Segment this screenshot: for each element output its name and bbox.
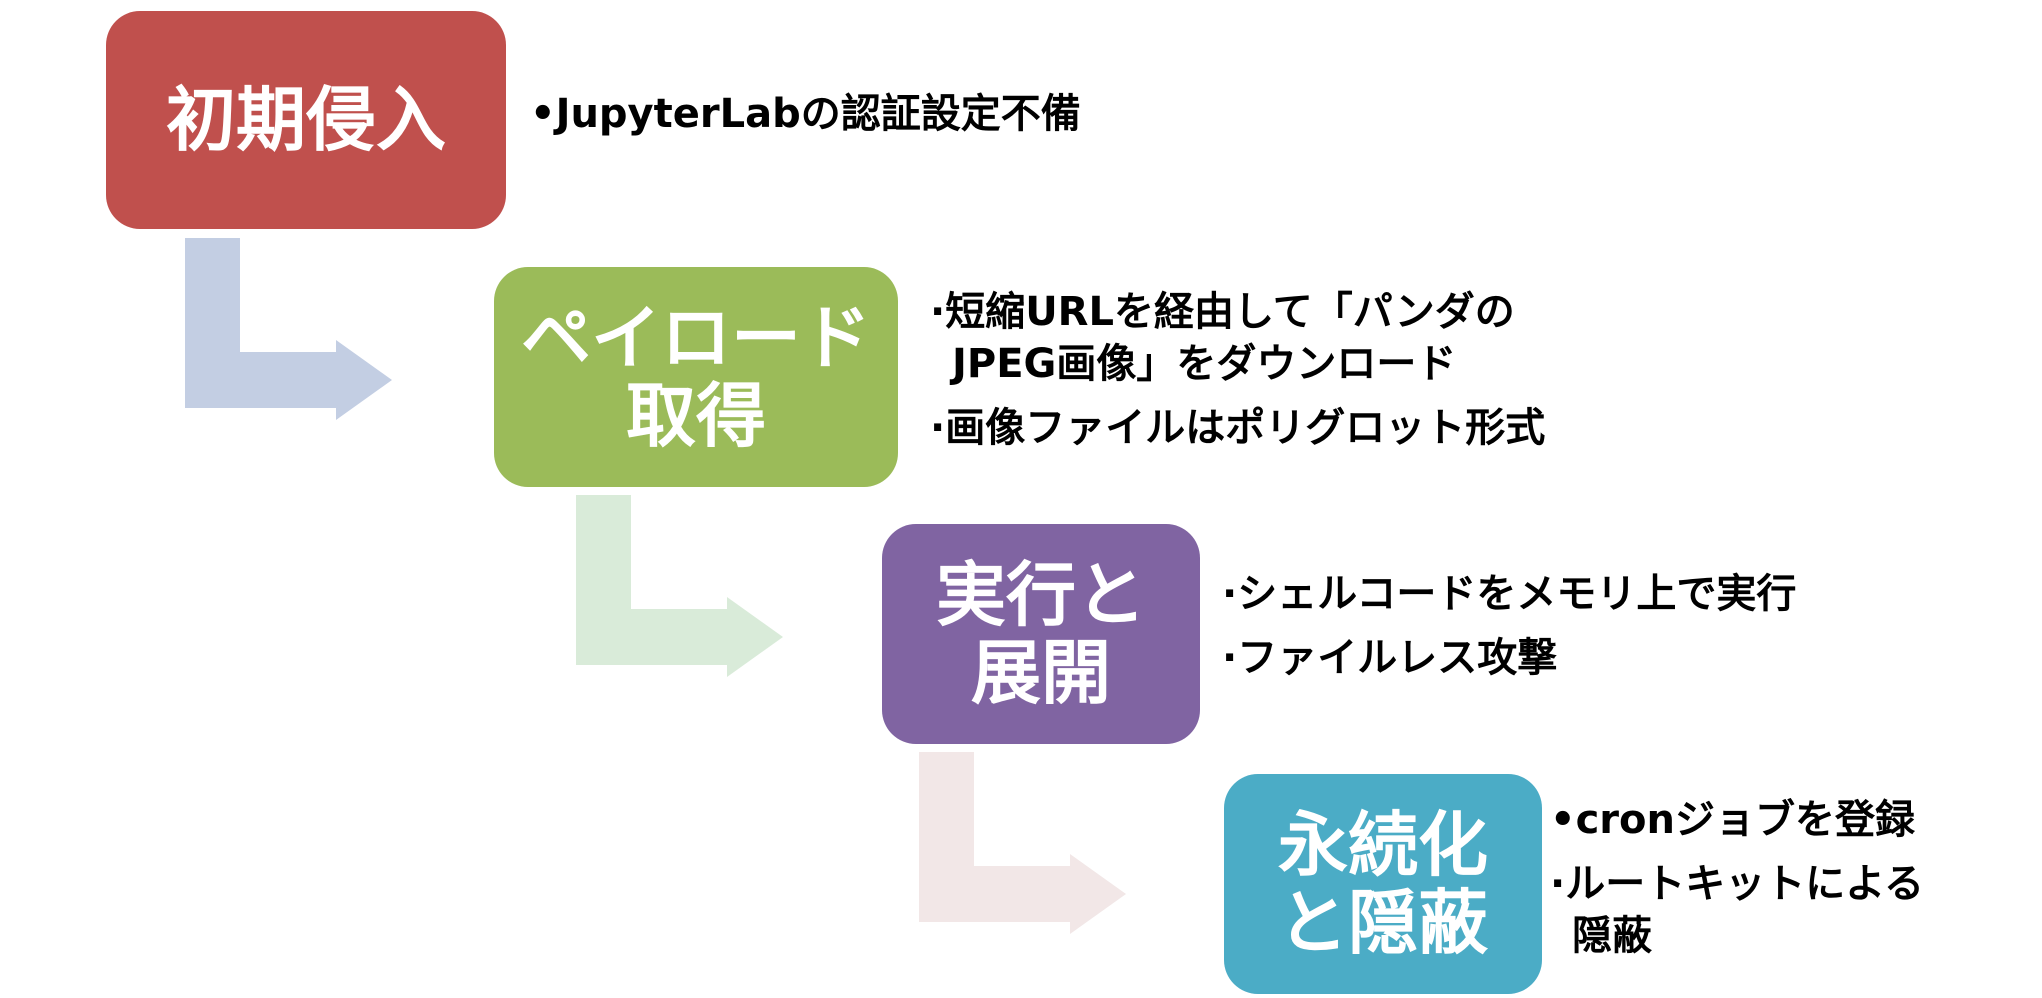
stage-persistence-concealment-title-line-2: と隠蔽 [1278, 882, 1488, 964]
stage-execution-deployment-box: 実行と 展開 [882, 524, 1200, 744]
bullet-line: ·ルートキットによる [1550, 861, 1924, 907]
stage-persistence-concealment-box: 永続化 と隠蔽 [1224, 774, 1542, 994]
flow-arrow-2 [576, 495, 783, 677]
bullet-line: ·画像ファイルはポリグロット形式 [930, 405, 1546, 451]
stage-execution-deployment-bullets: ·シェルコードをメモリ上で実行 ·ファイルレス攻撃 [1222, 568, 1796, 684]
bullet-line: JPEG画像」をダウンロード [952, 341, 1457, 387]
bullet-line: ·ファイルレス攻撃 [1222, 635, 1558, 681]
stage-payload-retrieval-title-line-2: 取得 [626, 375, 766, 457]
bullet-line: 隠蔽 [1572, 913, 1652, 959]
flow-arrow-1 [185, 238, 392, 420]
stage-persistence-concealment-title-line-1: 永続化 [1278, 803, 1488, 886]
flow-arrow-3 [919, 752, 1126, 934]
stage-payload-retrieval-box: ペイロード 取得 [494, 267, 898, 487]
bullet-line: •cronジョブを登録 [1550, 797, 1915, 843]
stage-execution-deployment-title-line-1: 実行と [936, 553, 1146, 636]
bullet-line: ·シェルコードをメモリ上で実行 [1222, 571, 1797, 617]
stage-persistence-concealment-bullets: •cronジョブを登録 ·ルートキットによる 隠蔽 [1550, 794, 1924, 962]
stage-execution-deployment-title-line-2: 展開 [971, 632, 1111, 714]
bullet-line: ·短縮URLを経由して「パンダの [930, 289, 1515, 335]
stage-initial-access-box: 初期侵入 [106, 11, 506, 229]
stage-initial-access-title: 初期侵入 [166, 78, 446, 161]
stage-payload-retrieval-bullets: ·短縮URLを経由して「パンダの JPEG画像」をダウンロード ·画像ファイルは… [930, 286, 1545, 454]
stage-initial-access-bullets: •JupyterLabの認証設定不備 [530, 88, 1081, 140]
stage-payload-retrieval-title-line-1: ペイロード [521, 296, 871, 379]
bullet-line: •JupyterLabの認証設定不備 [530, 91, 1081, 137]
